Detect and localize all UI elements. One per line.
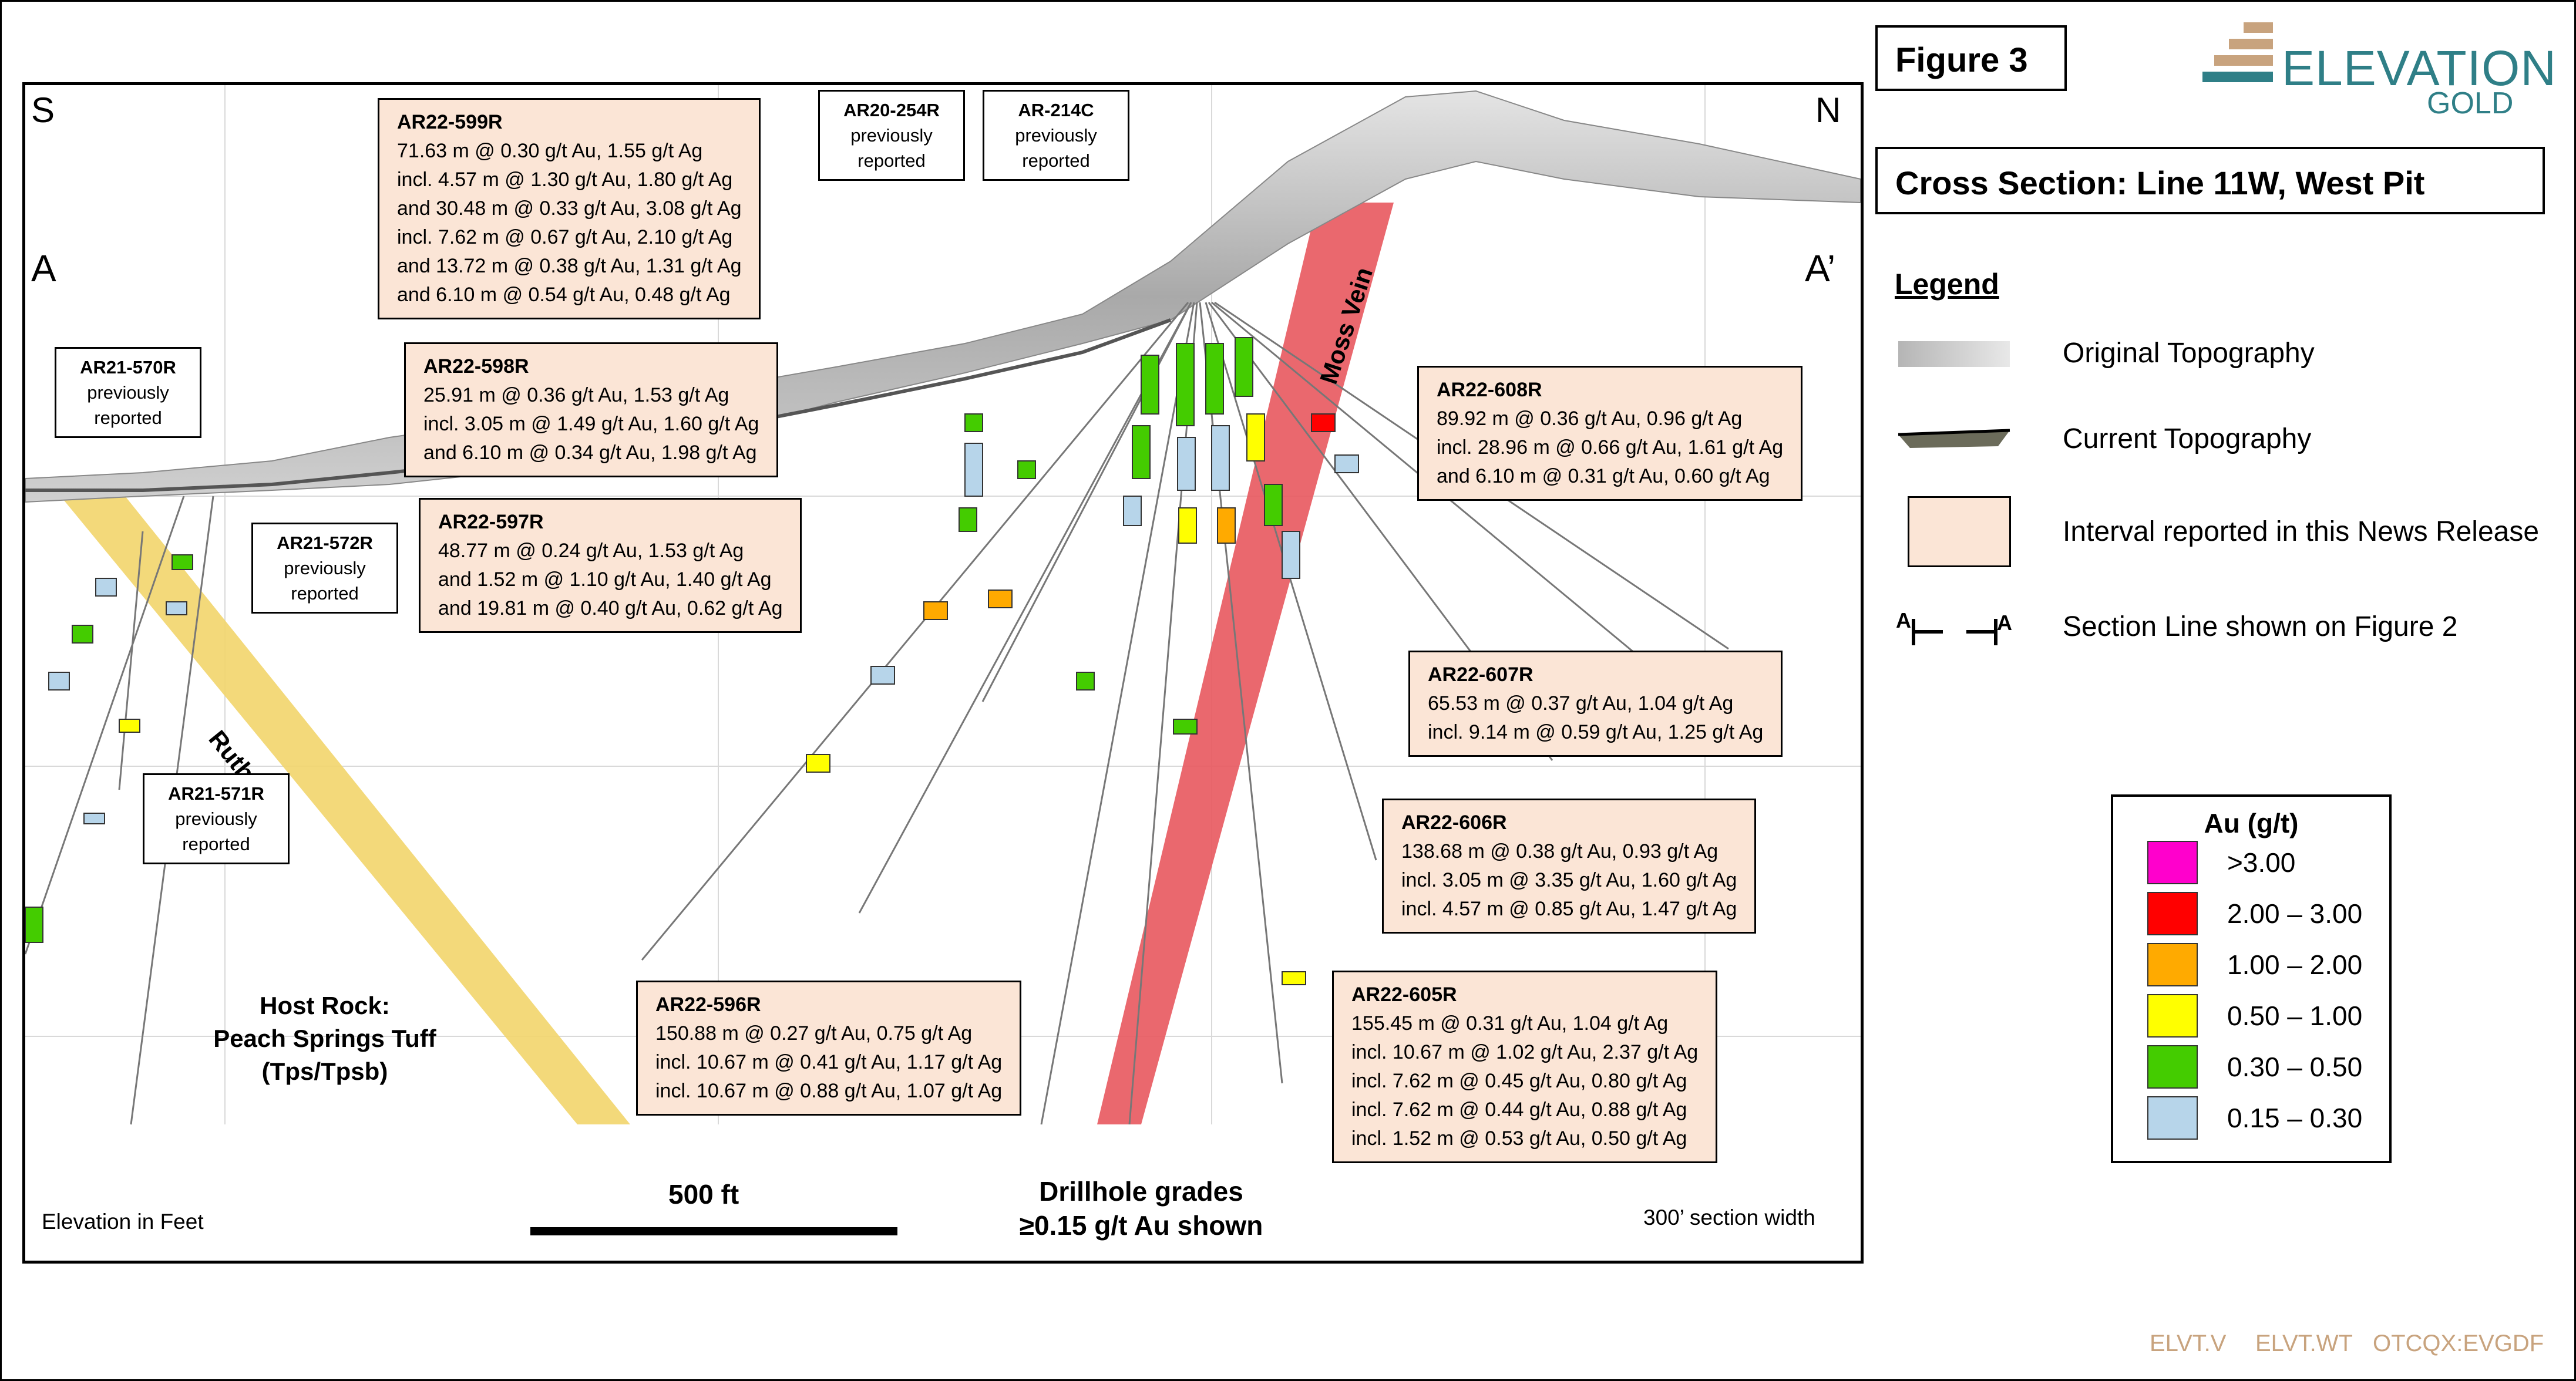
interval-box-ar22-607r: AR22-607R 65.53 m @ 0.37 g/t Au, 1.04 g/… — [1408, 651, 1783, 757]
section-end-label: A’ — [1805, 247, 1836, 289]
logo-word-gold: GOLD — [2427, 86, 2514, 120]
legend-current-topography: Current Topography — [2063, 423, 2312, 454]
original-topography-swatch — [1898, 341, 2010, 367]
drill-intervals — [25, 337, 1359, 985]
host-rock-label: Host Rock: Peach Springs Tuff (Tps/Tpsb) — [213, 992, 436, 1085]
prev-box-ar20-254r: AR20-254R previously reported — [818, 90, 965, 181]
drillhole-grades-note: Drillhole grades ≥0.15 g/t Au shown — [1019, 1176, 1263, 1241]
prev-box-ar21-572r: AR21-572R previously reported — [251, 523, 398, 614]
section-title: Cross Section: Line 11W, West Pit — [1875, 147, 2545, 214]
ticker-elvt-wt: ELVT.WT — [2255, 1331, 2353, 1356]
legend-interval-reported: Interval reported in this News Release — [2063, 516, 2540, 547]
ruth-vein — [60, 496, 630, 1124]
legend-title: Legend — [1895, 268, 1999, 301]
prev-box-ar21-570r: AR21-570R previously reported — [55, 347, 201, 438]
legend-original-topography: Original Topography — [2063, 338, 2315, 369]
interval-box-ar22-599r: AR22-599R 71.63 m @ 0.30 g/t Au, 1.55 g/… — [378, 98, 761, 319]
drill-traces — [25, 301, 1729, 1125]
interval-box-ar22-606r: AR22-606R 138.68 m @ 0.38 g/t Au, 0.93 g… — [1382, 799, 1757, 934]
prev-box-ar-214c: AR-214C previously reported — [983, 90, 1129, 181]
scale-label: 500 ft — [668, 1179, 739, 1210]
south-label: S — [31, 90, 55, 130]
interval-box-ar22-598r: AR22-598R 25.91 m @ 0.36 g/t Au, 1.53 g/… — [404, 342, 779, 477]
logo-word-elevation: ELEVATION — [2282, 41, 2557, 96]
section-width-note: 300’ section width — [1643, 1205, 1815, 1230]
cross-section-drawing — [25, 85, 1861, 1235]
interval-box-ar22-596r: AR22-596R 150.88 m @ 0.27 g/t Au, 0.75 g… — [636, 981, 1022, 1116]
ticker-elvt-v: ELVT.V — [2150, 1331, 2227, 1356]
grade-swatch-03-05 — [2147, 1045, 2198, 1089]
grade-swatch-05-1 — [2147, 994, 2198, 1038]
section-start-label: A — [31, 247, 56, 289]
interval-box-ar22-608r: AR22-608R 89.92 m @ 0.36 g/t Au, 0.96 g/… — [1417, 366, 1803, 501]
north-label: N — [1815, 90, 1841, 130]
grade-swatch-gt3 — [2147, 841, 2198, 884]
logo-mark-icon — [2202, 22, 2273, 82]
elevation-note: Elevation in Feet — [42, 1210, 204, 1234]
grade-swatch-2-3 — [2147, 892, 2198, 935]
interval-reported-swatch — [1908, 496, 2011, 567]
scale-bar — [530, 1227, 897, 1235]
ticker-otcqx: OTCQX:EVGDF — [2373, 1331, 2544, 1356]
moss-vein — [1097, 203, 1394, 1124]
current-topography-swatch — [1898, 429, 2010, 448]
cross-section-panel: S N A A’ Ruth Vein Moss Vein Host Rock: … — [22, 82, 1864, 1264]
interval-box-ar22-597r: AR22-597R 48.77 m @ 0.24 g/t Au, 1.53 g/… — [419, 498, 802, 633]
figure-label: Figure 3 — [1875, 25, 2067, 91]
grade-swatch-015-03 — [2147, 1096, 2198, 1140]
au-grade-title: Au (g/t) — [2204, 808, 2299, 838]
elevation-gold-logo: ELEVATION GOLD — [2202, 22, 2557, 122]
interval-box-ar22-605r: AR22-605R 155.45 m @ 0.31 g/t Au, 1.04 g… — [1332, 971, 1718, 1163]
prev-box-ar21-571r: AR21-571R previously reported — [143, 773, 290, 864]
grade-swatch-1-2 — [2147, 943, 2198, 986]
legend-section-line: Section Line shown on Figure 2 — [2063, 611, 2458, 642]
au-grade-legend: Au (g/t) >3.00 2.00 – 3.00 1.00 – 2.00 0… — [2111, 794, 2392, 1163]
section-line-symbol: A A — [1896, 608, 2012, 645]
